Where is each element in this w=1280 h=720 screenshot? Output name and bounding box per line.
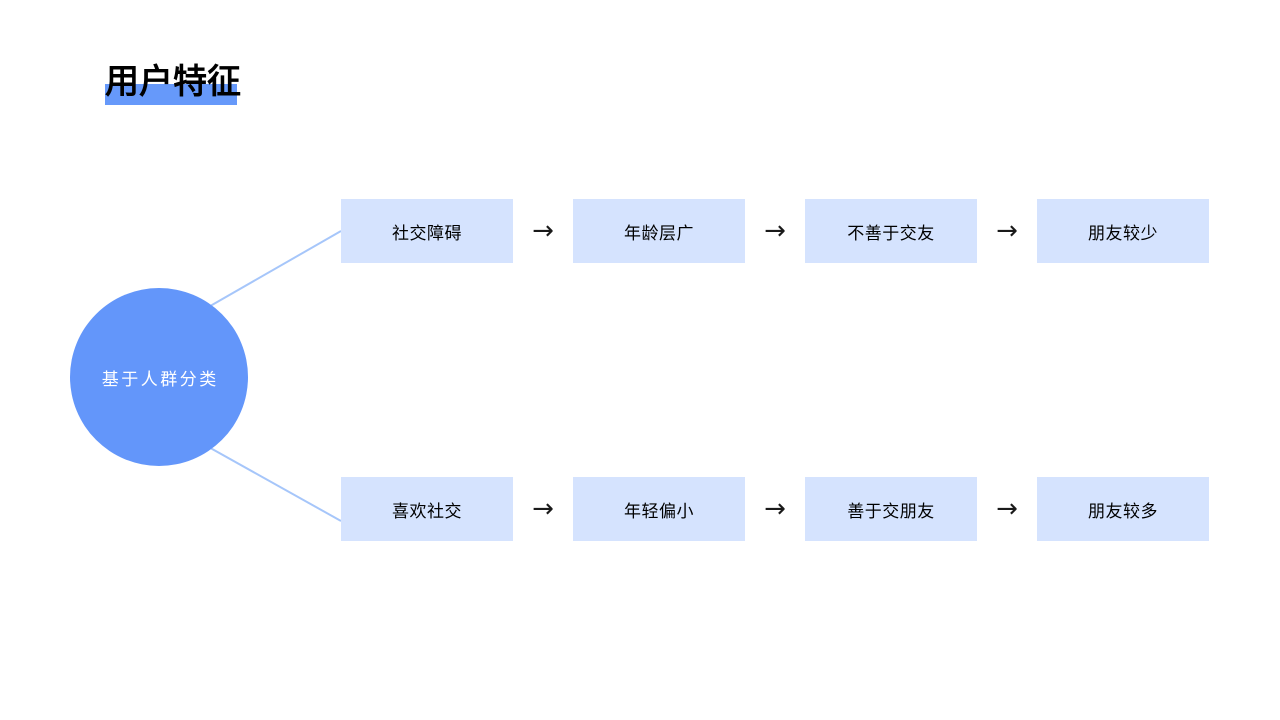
node-box-top-2[interactable]: 年龄层广 [573,199,745,263]
branch-bottom-row: 喜欢社交 → 年轻偏小 → 善于交朋友 → 朋友较多 [341,477,1209,541]
branch-top-row: 社交障碍 → 年龄层广 → 不善于交友 → 朋友较少 [341,199,1209,263]
title-highlight-bar [105,84,237,105]
node-box-bottom-1[interactable]: 喜欢社交 [341,477,513,541]
node-label-bottom-4: 朋友较多 [1088,501,1158,521]
arrow-right-icon-top-2: → [764,216,786,246]
connector-bottom [204,444,342,522]
node-label-bottom-1: 喜欢社交 [392,501,462,521]
arrow-right-icon-bottom-1: → [532,494,554,524]
node-label-top-4: 朋友较少 [1088,223,1158,243]
node-box-bottom-2[interactable]: 年轻偏小 [573,477,745,541]
node-label-top-3: 不善于交友 [847,223,935,243]
node-label-top-1: 社交障碍 [392,223,462,243]
node-box-top-3[interactable]: 不善于交友 [805,199,977,263]
node-box-top-1[interactable]: 社交障碍 [341,199,513,263]
arrow-right-icon-bottom-3: → [996,494,1018,524]
arrow-right-icon-top-3: → [996,216,1018,246]
arrow-right-icon-bottom-2: → [764,494,786,524]
node-label-top-2: 年龄层广 [624,223,694,243]
node-box-top-4[interactable]: 朋友较少 [1037,199,1209,263]
root-node-label: 基于人群分类 [101,369,219,389]
node-box-bottom-4[interactable]: 朋友较多 [1037,477,1209,541]
node-label-bottom-2: 年轻偏小 [624,501,694,521]
node-box-bottom-3[interactable]: 善于交朋友 [805,477,977,541]
root-node-circle[interactable]: 基于人群分类 [70,288,248,466]
connector-top [204,230,342,310]
arrow-right-icon-top-1: → [532,216,554,246]
node-label-bottom-3: 善于交朋友 [847,501,935,521]
title-text: 用户特征 [105,63,241,101]
